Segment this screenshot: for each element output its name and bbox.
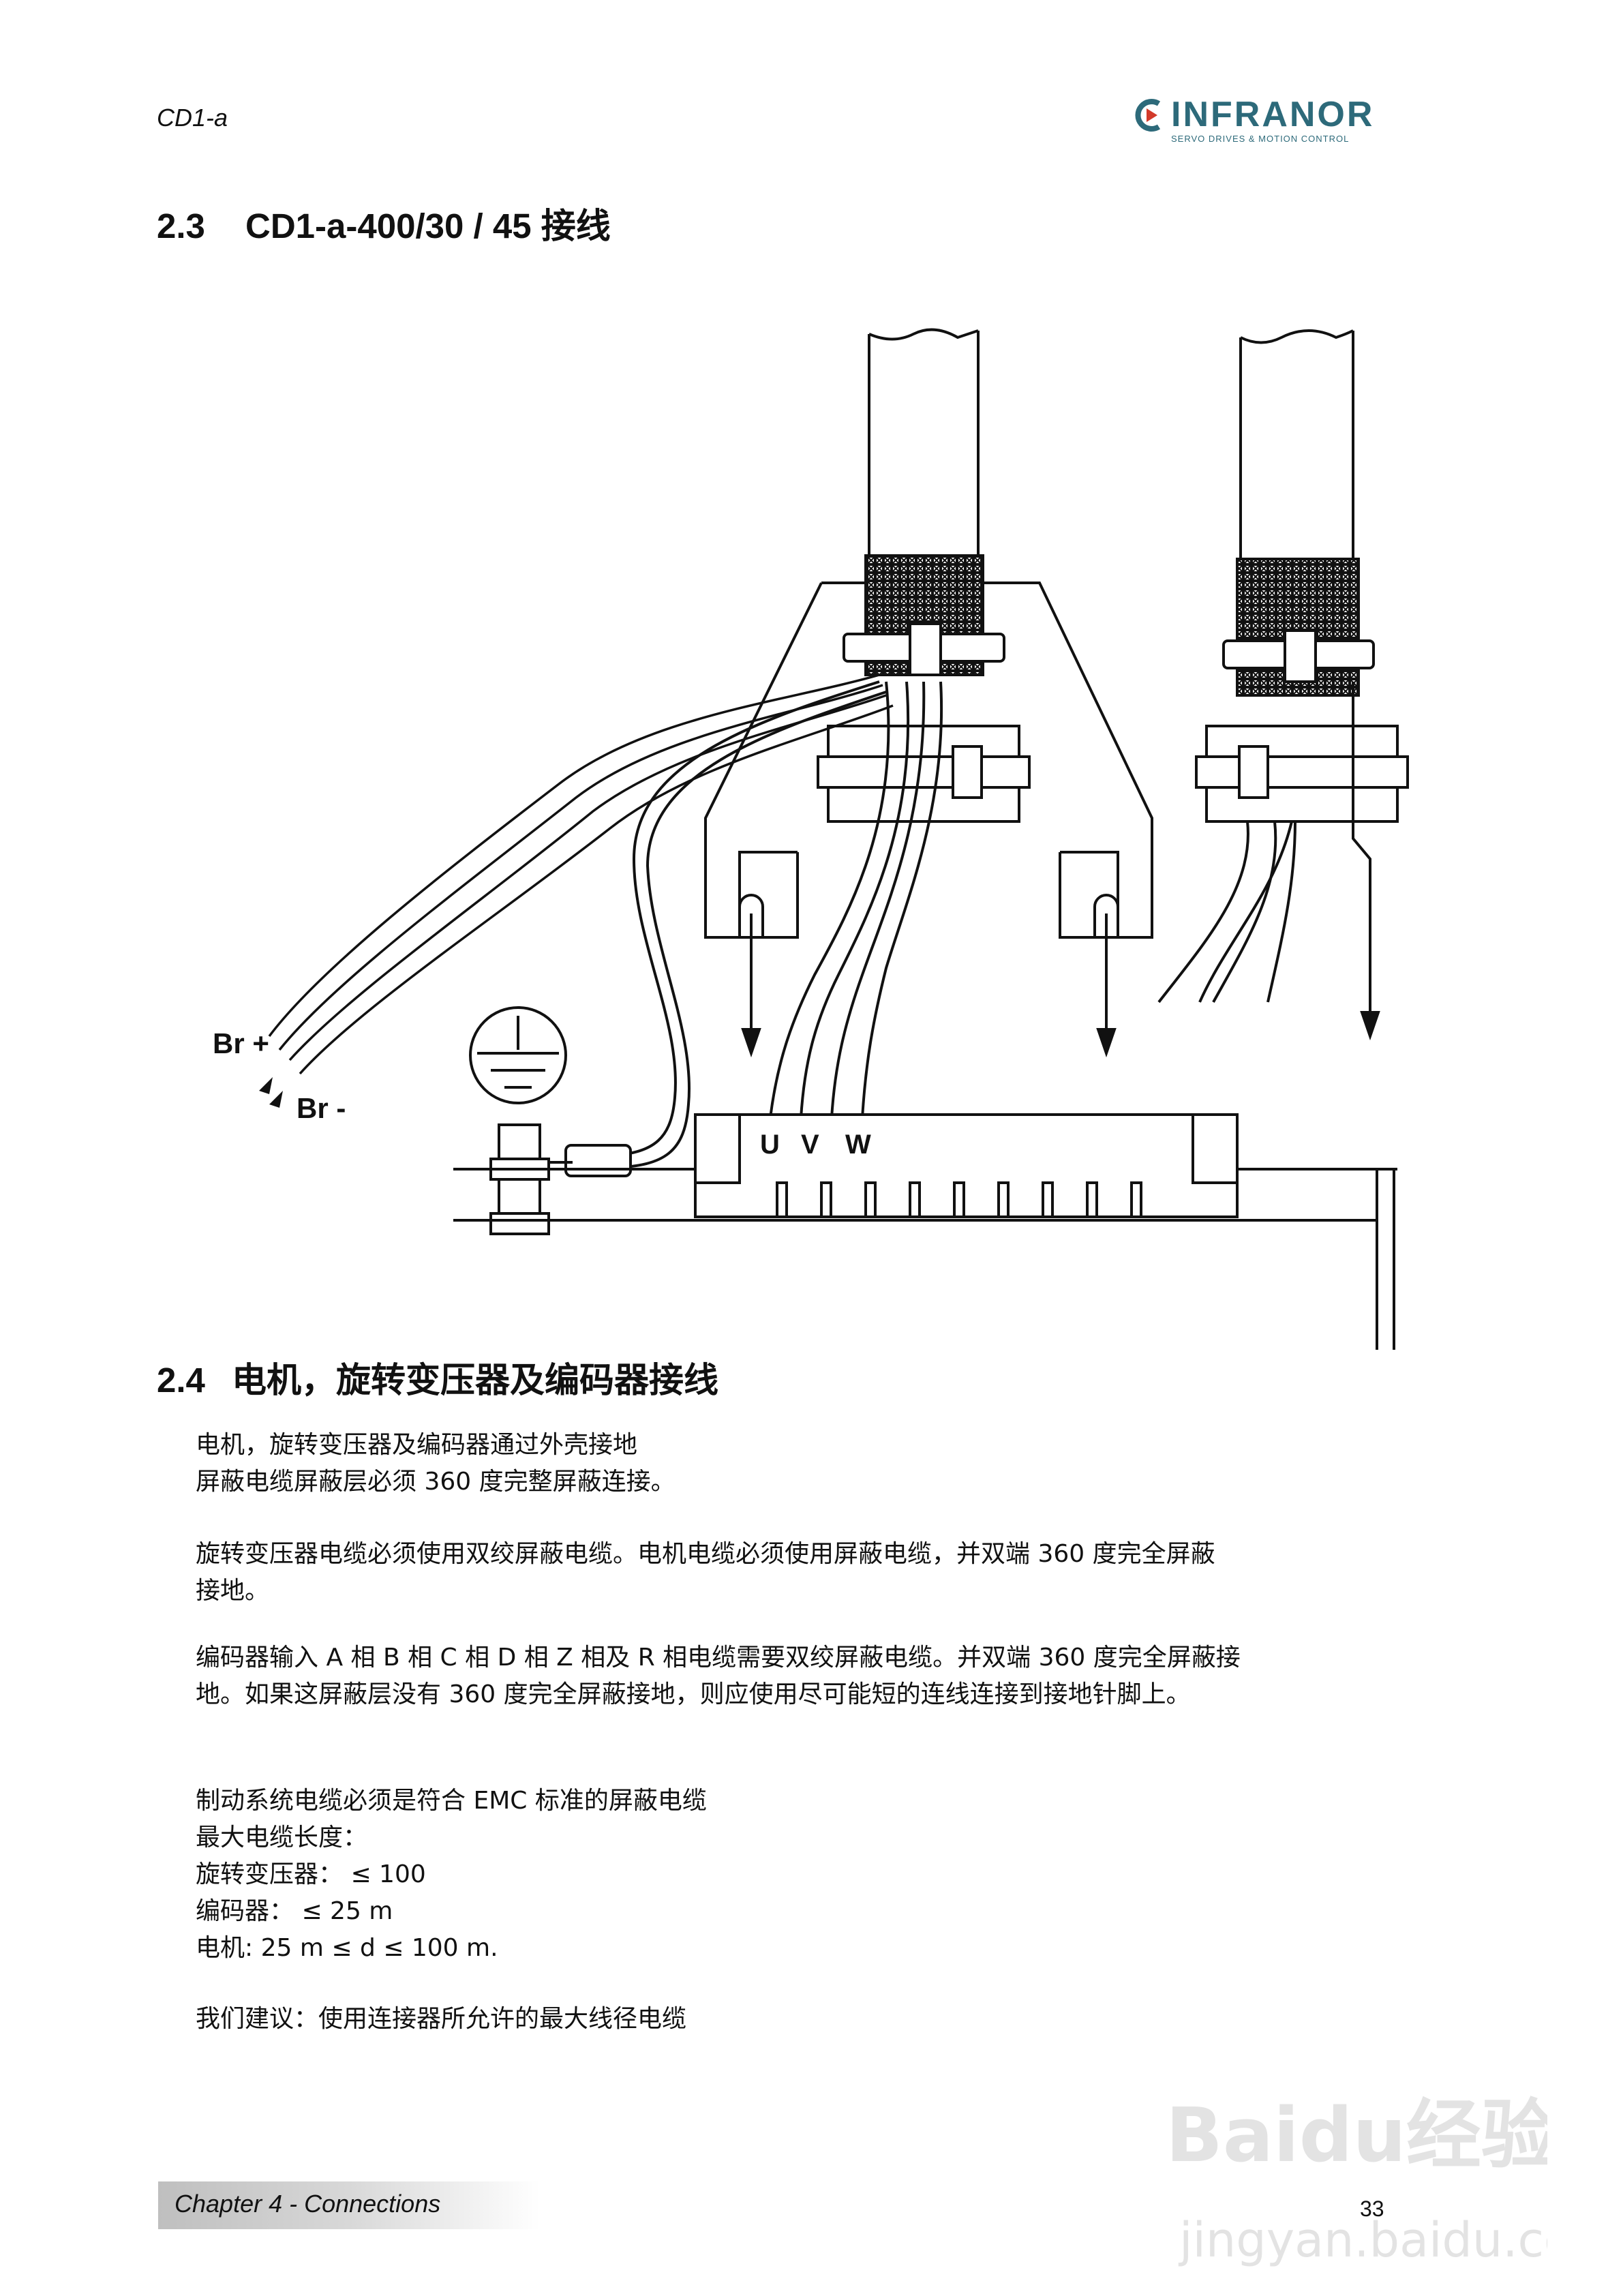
ground-bolt xyxy=(489,1123,573,1235)
logo-mark-icon xyxy=(1135,99,1161,132)
motor-wires xyxy=(769,681,943,1119)
earth-ground-icon xyxy=(469,1006,567,1104)
document-id: CD1-a xyxy=(157,104,228,132)
paragraph-resolver-cable: 旋转变压器电缆必须使用双绞屏蔽电缆。电机电缆必须使用屏蔽电缆，并双端 360 度… xyxy=(196,1540,1215,1605)
label-brake-minus: Br - xyxy=(297,1092,346,1124)
shield-clamp-bracket xyxy=(704,581,1153,939)
logo-subtitle: SERVO DRIVES & MOTION CONTROL xyxy=(1171,134,1350,144)
wiring-diagram: Br + Br - U V W xyxy=(213,328,1409,1350)
motor-cable xyxy=(843,328,1005,676)
footer-bar xyxy=(158,2181,540,2229)
mounting-arrows xyxy=(741,913,1117,1058)
watermark-url: jingyan.baidu.com xyxy=(1178,2212,1547,2268)
label-brake-plus: Br + xyxy=(213,1027,269,1059)
label-v: V xyxy=(801,1130,819,1160)
section-number: 2.4 xyxy=(157,1361,205,1400)
paragraph-encoder-cable: 编码器输入 A 相 B 相 C 相 D 相 Z 相及 R 相电缆需要双绞屏蔽电缆… xyxy=(196,1644,1241,1708)
section-title: CD1-a-400/30 / 45 接线 xyxy=(245,207,611,245)
paragraph-recommendation: 我们建议：使用连接器所允许的最大线径电缆 xyxy=(196,2005,687,2033)
arrow-br-minus xyxy=(269,1091,283,1108)
arrow-br-plus xyxy=(259,1077,273,1094)
section-number: 2.3 xyxy=(157,207,205,245)
infranor-logo: INFRANOR SERVO DRIVES & MOTION CONTROL xyxy=(1132,94,1397,149)
baidu-watermark: Baidu经验 jingyan.baidu.com xyxy=(1166,2091,1547,2268)
section-2-3-heading: 2.3 CD1-a-400/30 / 45 接线 xyxy=(157,198,611,248)
watermark-brand: Baidu经验 xyxy=(1166,2091,1547,2179)
terminal-pins xyxy=(776,1181,1142,1218)
paragraph-grounding: 电机，旋转变压器及编码器通过外壳接地 屏蔽电缆屏蔽层必须 360 度完整屏蔽连接… xyxy=(196,1431,676,1496)
brake-wires xyxy=(268,674,894,1075)
section-2-4-heading: 2.4 电机，旋转变压器及编码器接线 xyxy=(157,1352,718,1402)
label-w: W xyxy=(845,1130,871,1160)
footer-chapter: Chapter 4 - Connections xyxy=(175,2190,441,2218)
resolver-cable xyxy=(1157,329,1409,1041)
label-u: U xyxy=(760,1130,780,1160)
terminal-block xyxy=(694,1113,1239,1218)
paragraph-cable-lengths: 制动系统电缆必须是符合 EMC 标准的屏蔽电缆 最大电缆长度： 旋转变压器： ≤… xyxy=(196,1787,707,1962)
page-number: 33 xyxy=(1360,2196,1384,2221)
section-title: 电机，旋转变压器及编码器接线 xyxy=(232,1361,719,1400)
logo-text: INFRANOR xyxy=(1171,95,1375,134)
